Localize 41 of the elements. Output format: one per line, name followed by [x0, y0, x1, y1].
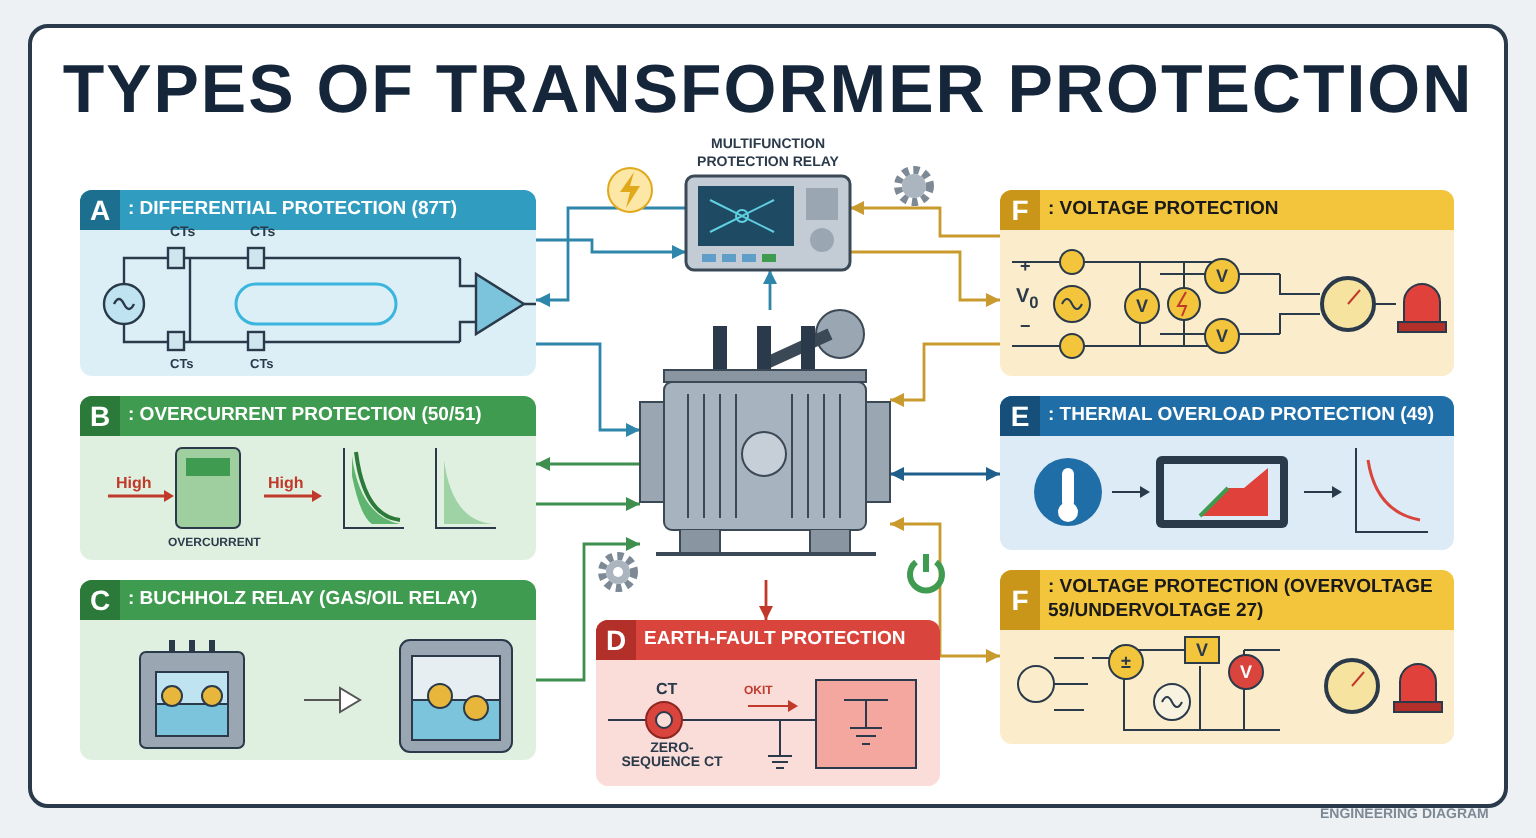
protection-panel [1000, 396, 1454, 550]
connector-arrow [536, 497, 640, 511]
polarity-sign: − [1020, 316, 1031, 336]
panel-title: : VOLTAGE PROTECTION [1046, 198, 1281, 222]
panel-title: : OVERCURRENT PROTECTION (50/51) [126, 404, 484, 428]
connector-arrow [536, 238, 686, 259]
connector-arrow [890, 517, 1000, 663]
protection-panel [80, 396, 536, 560]
signal-label: High [268, 474, 304, 492]
voltage-label: V$_{0}$ [1016, 286, 1039, 312]
connector-arrow [850, 250, 1000, 307]
panel-title: : VOLTAGE PROTECTION (OVERVOLTAGE 59/UNDERVOLTAGE 27) [1046, 576, 1435, 624]
voltage-relay-symbol: V [1184, 636, 1221, 664]
protection-panel [596, 620, 940, 786]
section-letter: B [80, 396, 120, 436]
panel-title: : THERMAL OVERLOAD PROTECTION (49) [1046, 404, 1436, 428]
connector-arrow [536, 537, 640, 682]
panel-title: : DIFFERENTIAL PROTECTION (87T) [126, 198, 459, 222]
section-letter: E [1000, 396, 1040, 436]
connector-arrow [890, 342, 1000, 407]
protection-panel [1000, 570, 1454, 744]
connector-arrow [536, 206, 686, 307]
protection-panel [80, 190, 536, 376]
panel-title: EARTH-FAULT PROTECTION [642, 628, 908, 652]
title: TYPES OF TRANSFORMER PROTECTION [60, 52, 1476, 130]
protection-panel [1000, 190, 1454, 376]
connector-arrow [850, 201, 1000, 238]
connector-arrow [890, 467, 1000, 481]
connector-arrow [536, 342, 640, 437]
section-letter: D [596, 620, 636, 660]
section-letter: C [80, 580, 120, 620]
section-letter: A [80, 190, 120, 230]
protection-panel [80, 580, 536, 760]
panel-title: : BUCHHOLZ RELAY (GAS/OIL RELAY) [126, 588, 480, 612]
ct-label: CT [656, 680, 678, 698]
connector-arrow [536, 457, 640, 471]
section-letter: F [1000, 570, 1040, 630]
connector-arrow [763, 270, 777, 310]
section-letter: F [1000, 190, 1040, 230]
connector-arrow [759, 580, 773, 620]
signal-label: High [116, 474, 152, 492]
